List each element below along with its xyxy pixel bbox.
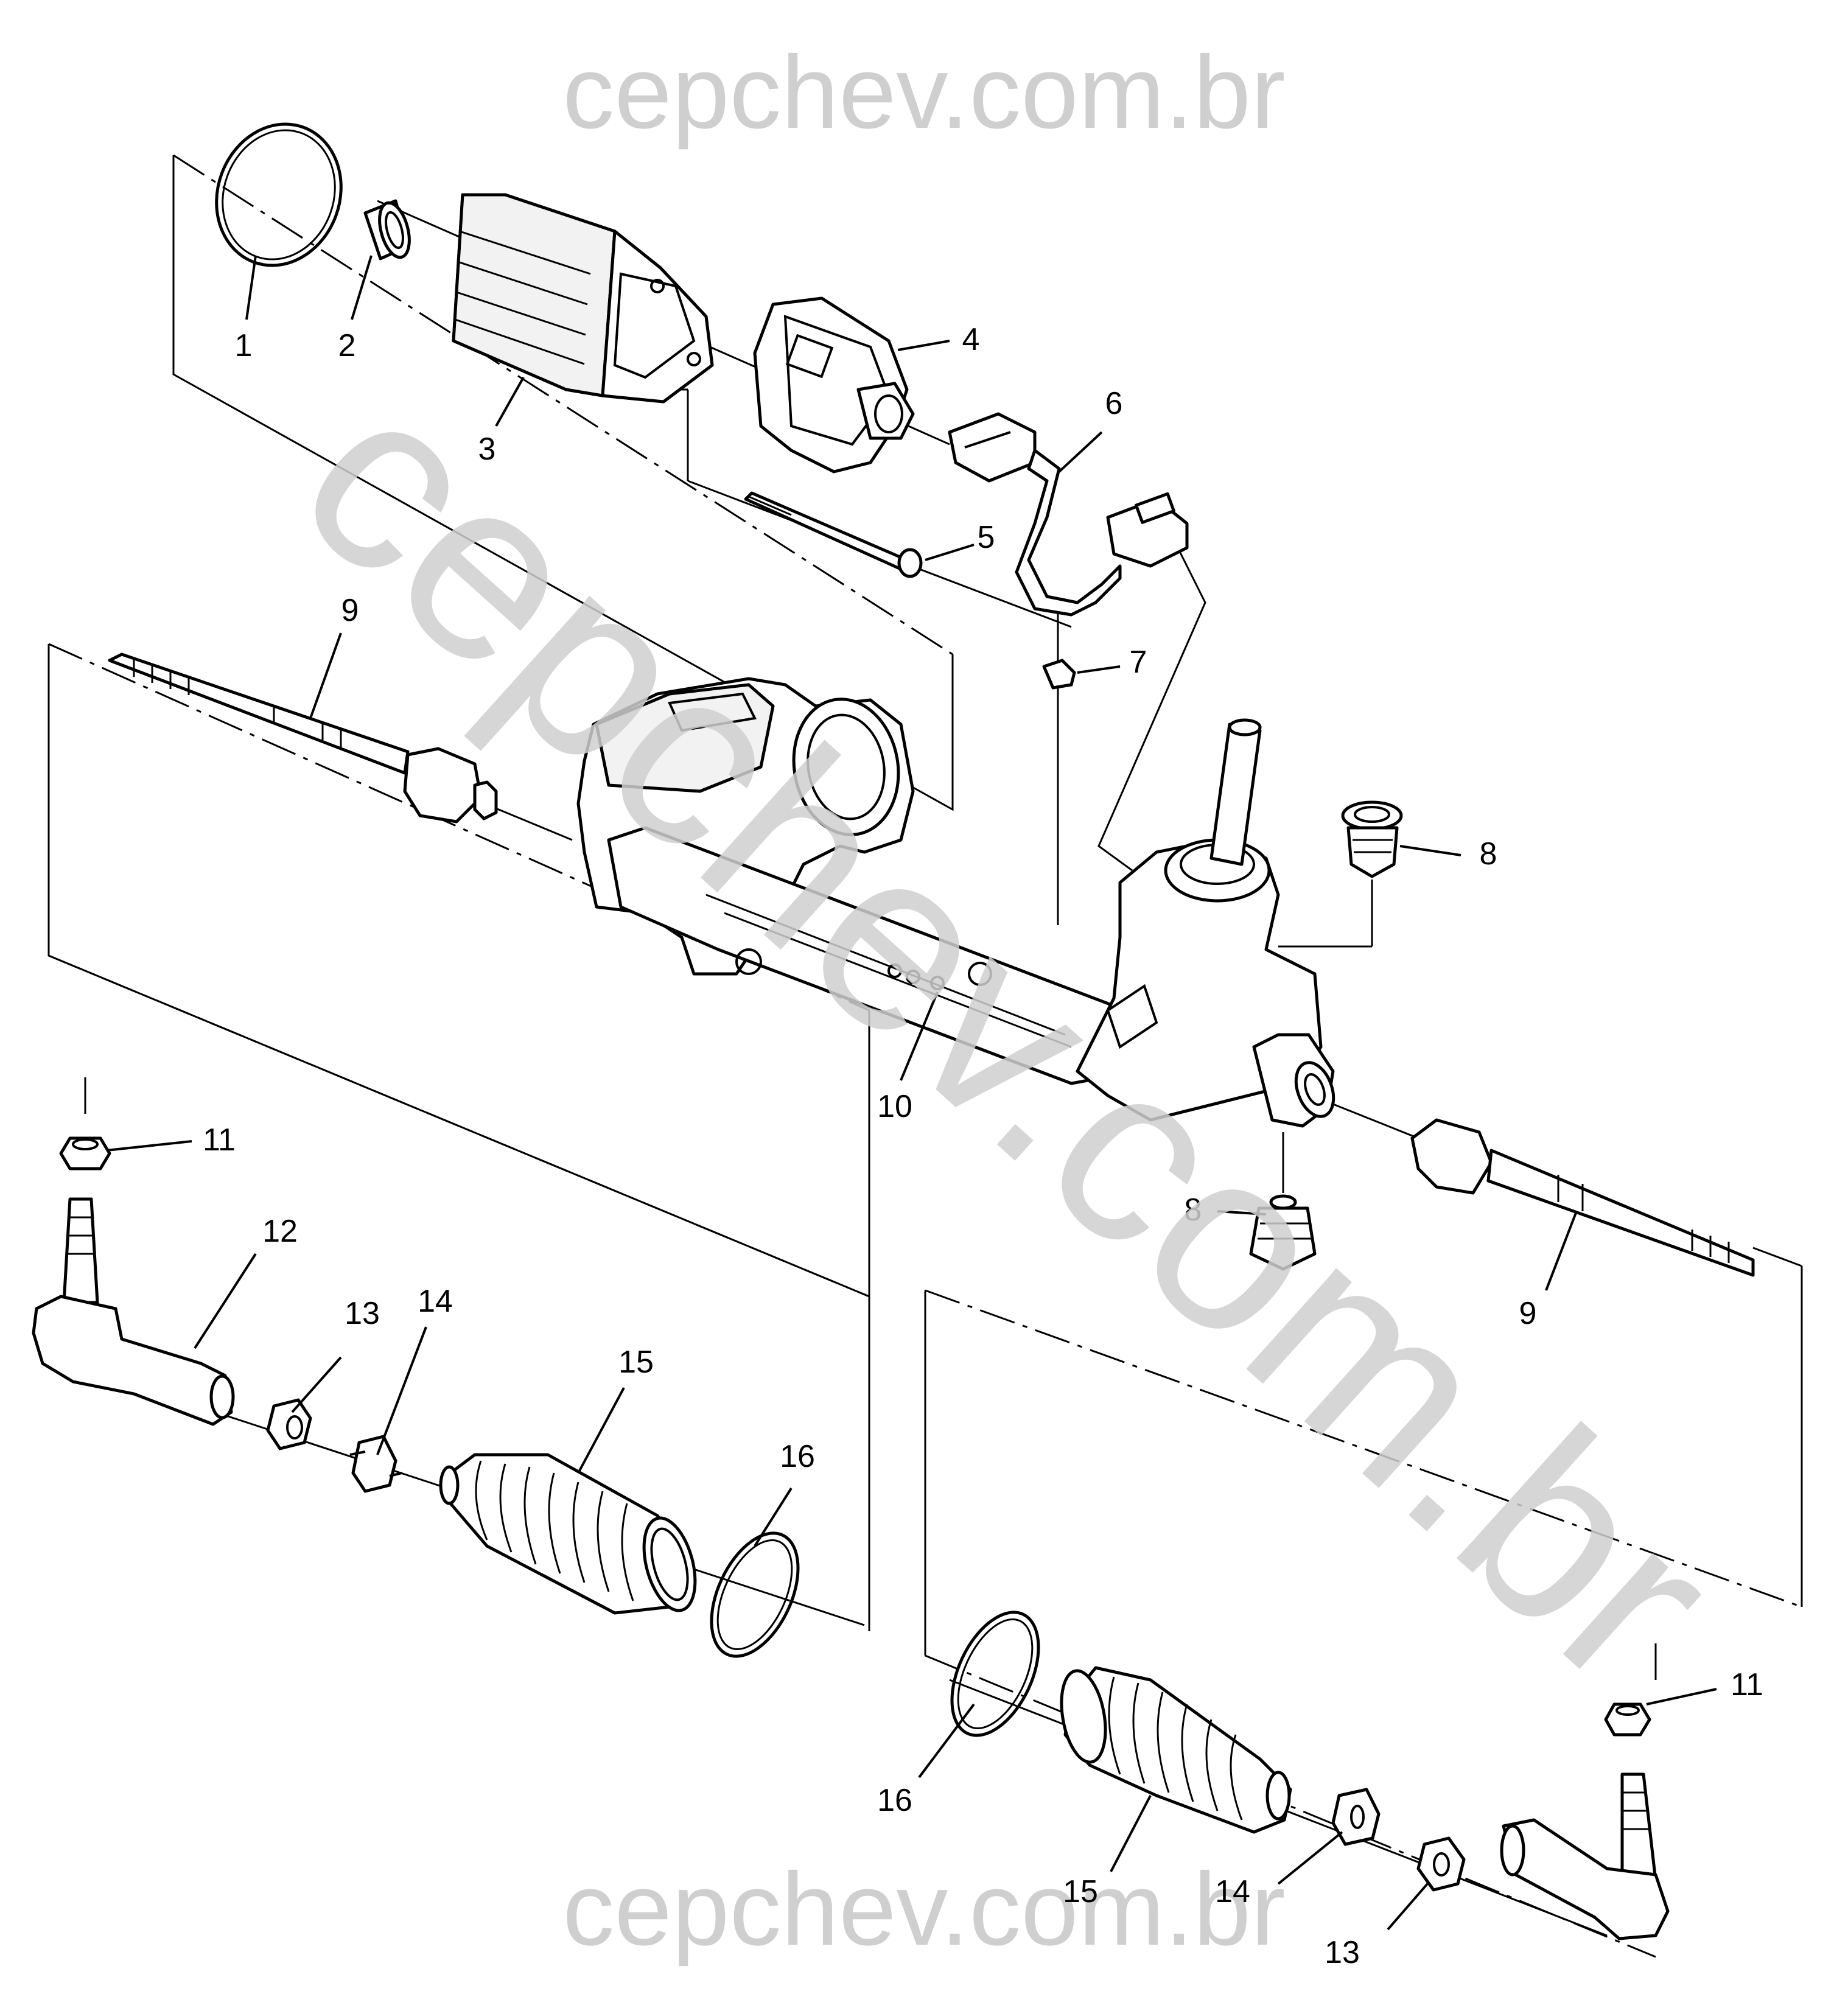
callout-4: 4	[962, 322, 980, 357]
wiring-harness	[948, 412, 1189, 617]
callout-13-left: 13	[345, 1296, 380, 1331]
jam-nut-right	[1416, 1836, 1466, 1892]
steering-gear	[576, 677, 1335, 1128]
callout-15-left: 15	[618, 1345, 654, 1380]
callout-8-lower: 8	[1185, 1192, 1202, 1228]
explode-lines	[47, 154, 1803, 1958]
o-ring	[215, 122, 343, 267]
callout-9-left: 9	[341, 593, 359, 628]
outer-tie-rod-end-left	[32, 1197, 235, 1426]
jam-nut-left	[266, 1398, 312, 1450]
callout-11-right: 11	[1731, 1667, 1763, 1702]
callout-2: 2	[338, 328, 356, 363]
plug-upper	[1341, 800, 1403, 878]
bolt	[744, 491, 923, 578]
callout-14-right: 14	[1215, 1874, 1250, 1909]
callout-5: 5	[978, 520, 995, 555]
callout-3: 3	[478, 432, 496, 467]
callout-6: 6	[1105, 386, 1123, 421]
watermark-top: cepchev.com.br	[562, 35, 1285, 150]
clamp-small-right	[1331, 1788, 1381, 1846]
castle-nut-right	[1604, 1702, 1651, 1737]
clamp-ring-left	[710, 1531, 800, 1658]
callout-labels: 1 2 3 4 5 6 7 8 8 9 9 10 11 11 12 13 13 …	[203, 322, 1763, 1970]
callout-13-right: 13	[1325, 1935, 1360, 1970]
callout-9-right: 9	[1519, 1296, 1537, 1331]
inner-tie-rod-right	[1410, 1118, 1755, 1277]
callout-16-right: 16	[877, 1783, 912, 1818]
leader-lines	[106, 255, 1717, 1931]
callout-10: 10	[877, 1089, 912, 1124]
clip	[1042, 659, 1076, 690]
bellows-boot-right	[1060, 1666, 1292, 1834]
bushing	[363, 199, 411, 261]
bellows-boot-left	[439, 1453, 697, 1615]
callout-7: 7	[1130, 645, 1147, 680]
controller-module	[753, 296, 915, 474]
inner-tie-rod-left	[108, 652, 498, 824]
watermark-bottom: cepchev.com.br	[562, 1852, 1285, 1967]
callout-14-left: 14	[418, 1284, 453, 1319]
callout-11-left: 11	[203, 1122, 236, 1158]
outer-tie-rod-end-right	[1500, 1772, 1670, 1940]
callout-16-left: 16	[780, 1439, 815, 1474]
plug-lower	[1249, 1194, 1317, 1271]
callout-8-upper: 8	[1480, 836, 1497, 872]
clamp-small-left	[349, 1435, 402, 1493]
motor-housing	[452, 193, 714, 404]
clamp-ring-right	[950, 1611, 1040, 1737]
castle-nut-left	[59, 1136, 111, 1170]
callout-12: 12	[262, 1214, 298, 1249]
callout-15-right: 15	[1063, 1874, 1098, 1909]
callout-1: 1	[235, 328, 253, 363]
